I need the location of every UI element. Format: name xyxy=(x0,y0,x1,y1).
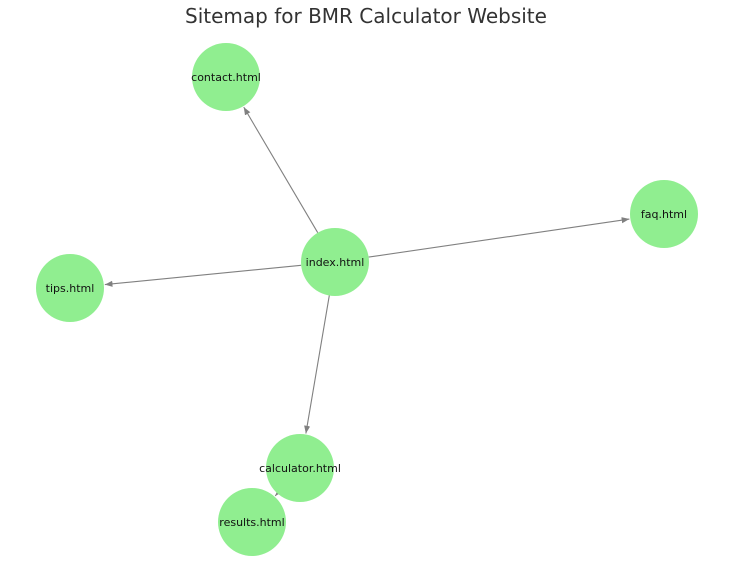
node-faq: faq.html xyxy=(630,180,698,248)
node-index: index.html xyxy=(301,228,369,296)
node-circle-contact xyxy=(192,43,260,111)
edge-index-to-calculator xyxy=(304,295,330,434)
node-circle-calculator xyxy=(266,434,334,502)
edge-index-to-contact xyxy=(243,106,319,233)
edge-calculator-to-results xyxy=(274,488,283,497)
node-results: results.html xyxy=(218,488,286,556)
node-label-results: results.html xyxy=(219,516,284,529)
diagram-title: Sitemap for BMR Calculator Website xyxy=(185,4,547,28)
node-circle-results xyxy=(218,488,286,556)
nodes-layer: index.html contact.html faq.html tips.html c… xyxy=(36,43,698,556)
node-circle-index xyxy=(301,228,369,296)
edge-index-to-faq xyxy=(368,217,630,258)
node-circle-faq xyxy=(630,180,698,248)
node-label-contact: contact.html xyxy=(191,71,261,84)
node-calculator: calculator.html xyxy=(259,434,341,502)
edge-index-to-tips xyxy=(104,264,302,287)
node-label-index: index.html xyxy=(306,256,365,269)
node-label-tips: tips.html xyxy=(46,282,95,295)
node-label-faq: faq.html xyxy=(641,208,687,221)
node-contact: contact.html xyxy=(191,43,261,111)
edges-layer xyxy=(104,106,630,497)
node-label-calculator: calculator.html xyxy=(259,462,341,475)
node-tips: tips.html xyxy=(36,254,104,322)
node-circle-tips xyxy=(36,254,104,322)
